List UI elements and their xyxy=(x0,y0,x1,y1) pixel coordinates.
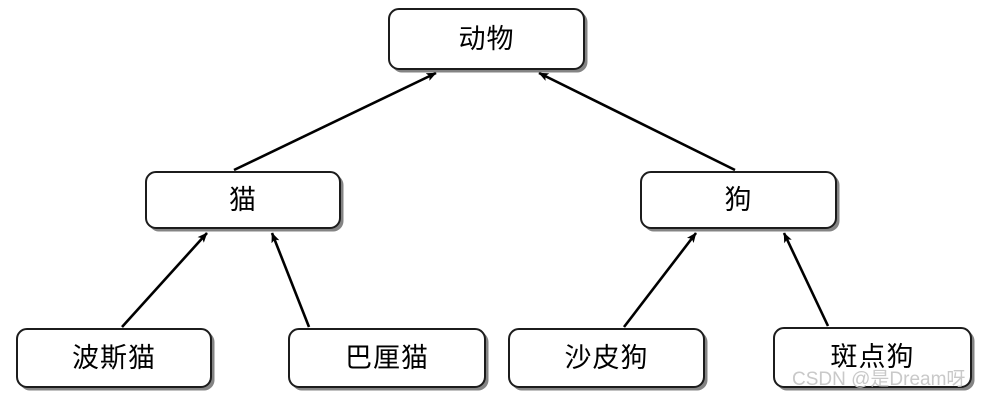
node-dog[interactable]: 狗 xyxy=(640,171,837,229)
edge-persian-to-cat xyxy=(121,232,208,328)
edge-balinese-to-cat xyxy=(270,232,311,328)
edge-dalmatian-to-dog xyxy=(782,232,830,327)
edge-sharpei-to-dog xyxy=(622,232,698,328)
node-animal[interactable]: 动物 xyxy=(388,8,585,70)
node-label: 巴厘猫 xyxy=(345,342,429,374)
node-label: 沙皮狗 xyxy=(564,342,649,374)
edge-dog-to-root xyxy=(538,71,736,172)
edge-cat-to-root xyxy=(233,71,437,172)
node-cat[interactable]: 猫 xyxy=(145,171,341,229)
node-label: 猫 xyxy=(229,184,257,216)
node-shar-pei-dog[interactable]: 沙皮狗 xyxy=(508,328,705,388)
node-persian-cat[interactable]: 波斯猫 xyxy=(16,328,212,388)
node-label: 动物 xyxy=(458,23,515,55)
node-dalmatian-dog[interactable]: 斑点狗 xyxy=(773,327,972,388)
node-label: 狗 xyxy=(724,184,753,216)
watermark: CSDN @是Dream呀 xyxy=(792,369,966,390)
node-label: 斑点狗 xyxy=(830,342,915,373)
node-balinese-cat[interactable]: 巴厘猫 xyxy=(288,328,486,388)
node-label: 波斯猫 xyxy=(72,342,156,374)
